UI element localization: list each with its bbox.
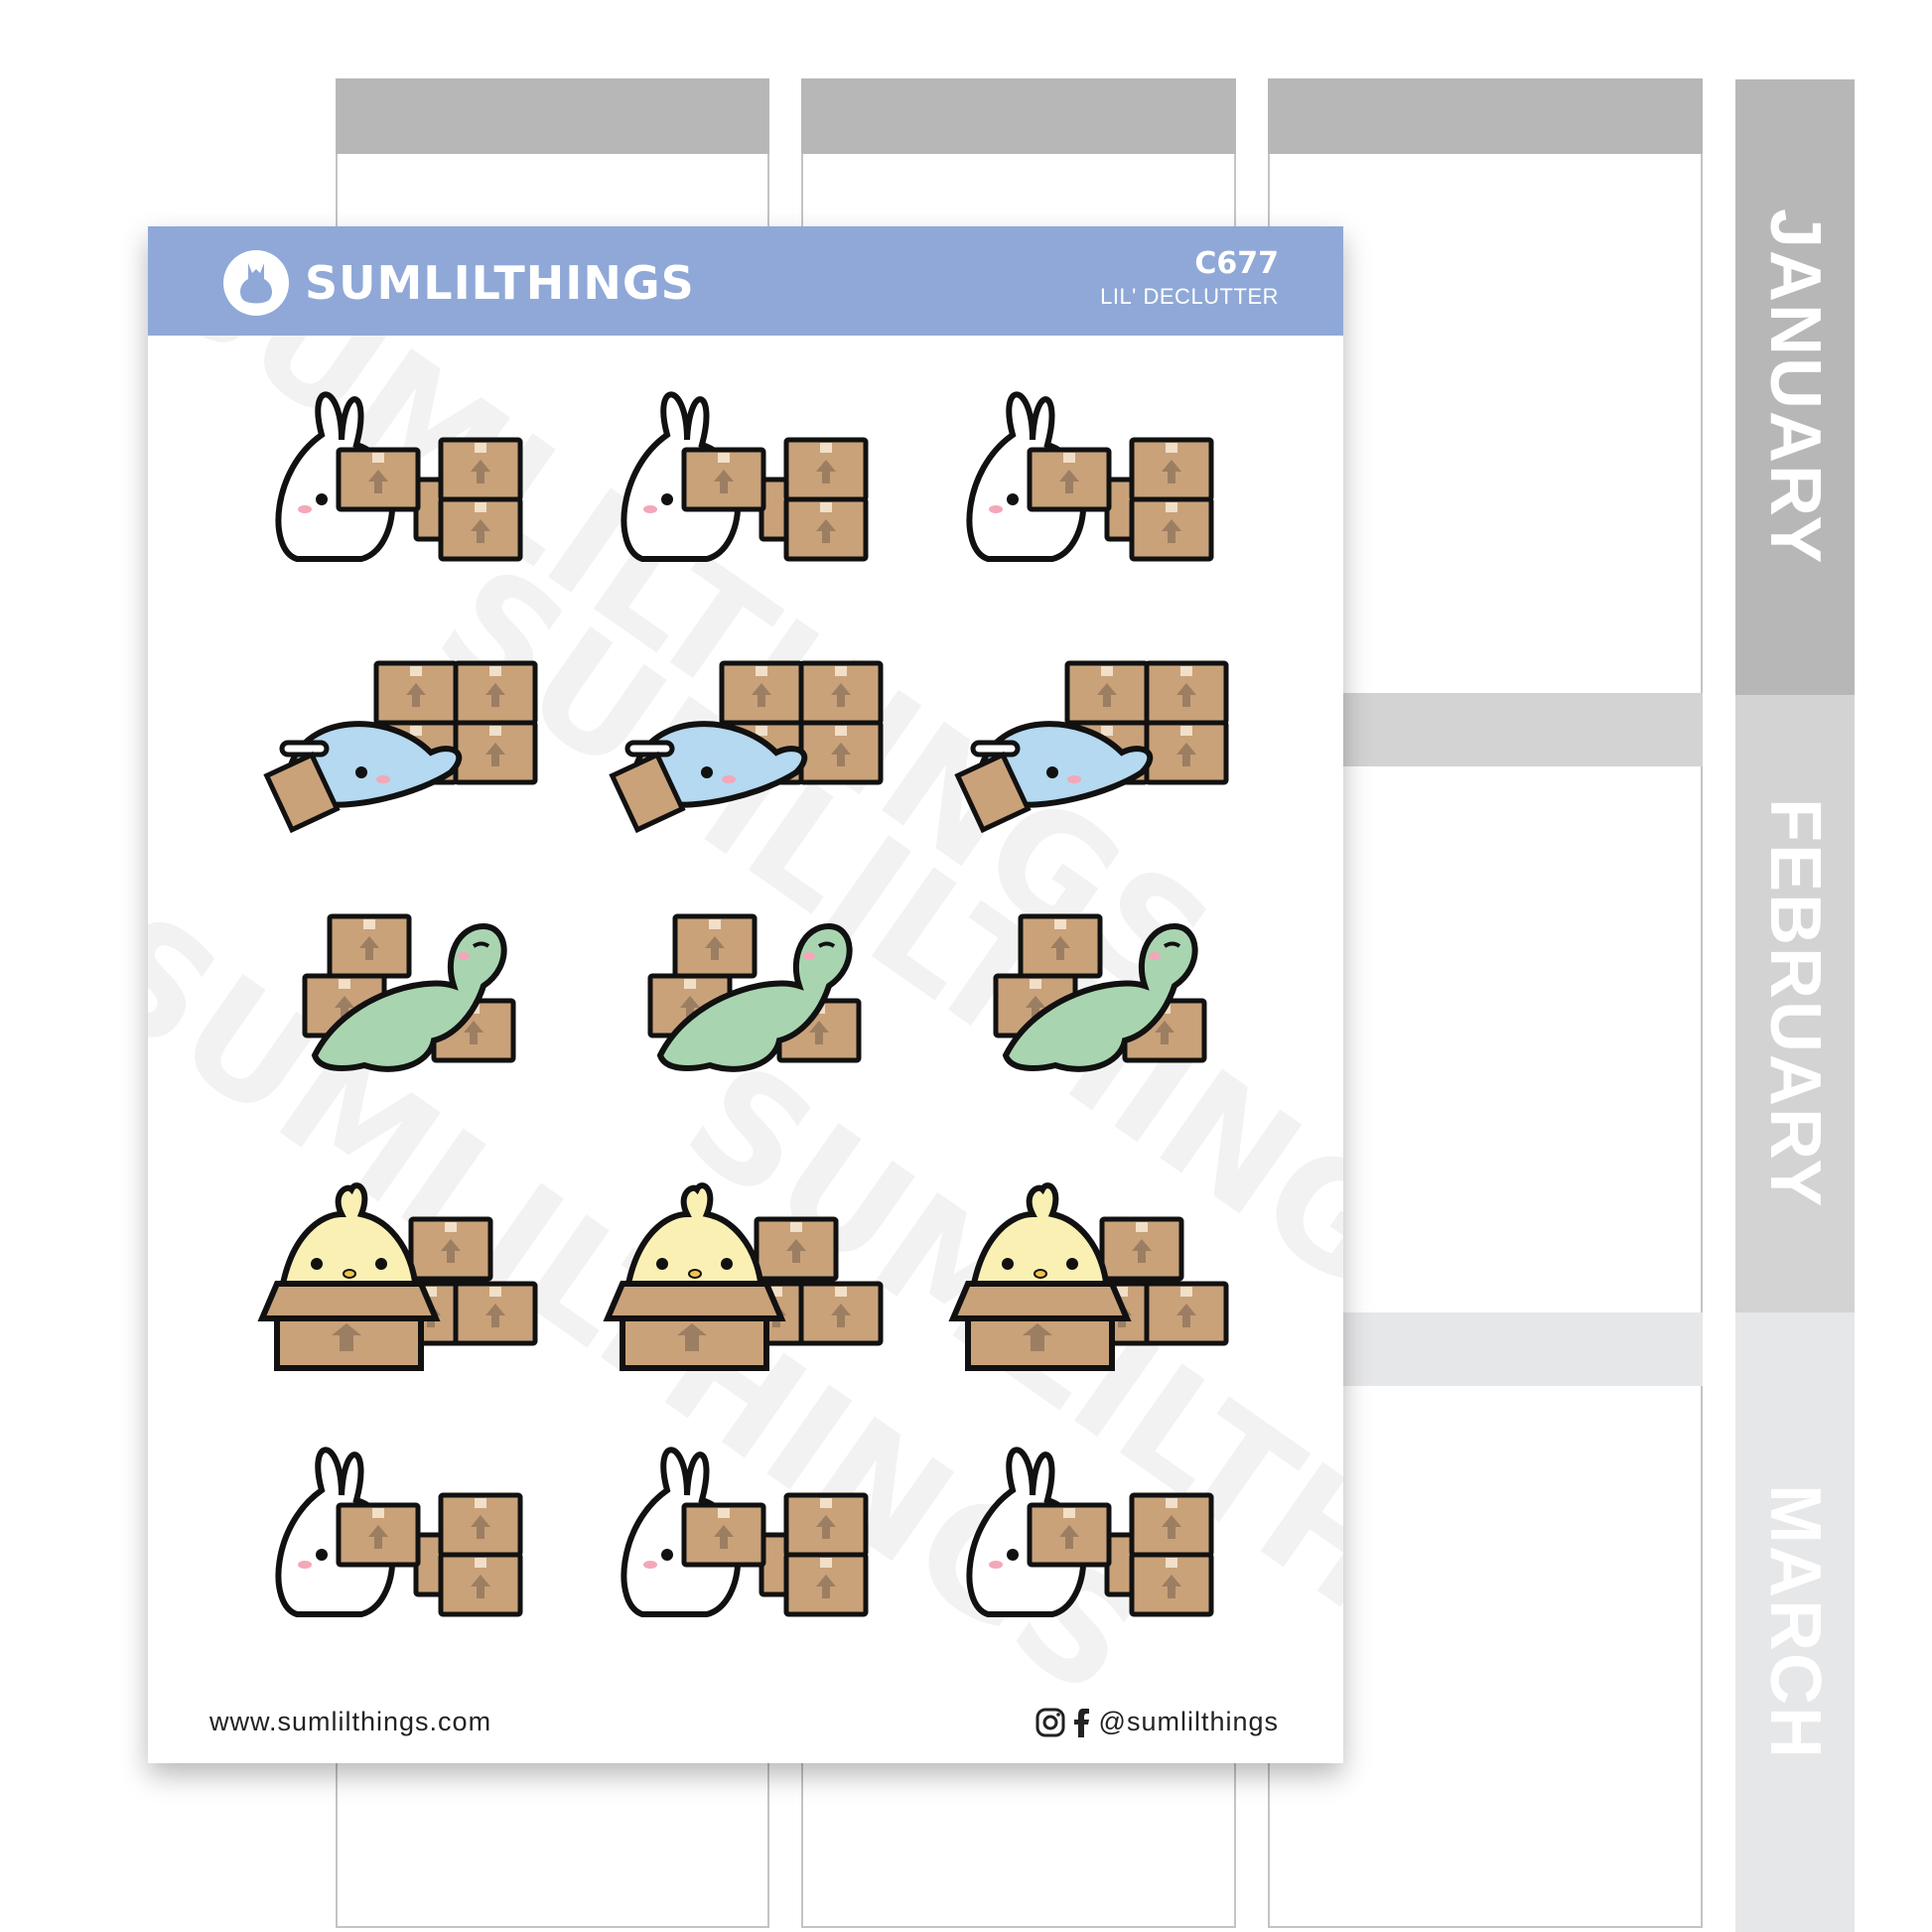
tab-march-label: MARCH [1755,1484,1835,1760]
sticker-chick [257,1174,545,1373]
sticker-dinosaur [275,906,563,1105]
sticker-sheet: SUMLILTHINGS SUMLILTHINGS SUMLILTHINGS S… [148,226,1343,1763]
tab-january[interactable]: JANUARY [1735,79,1855,695]
sticker-bunny [603,380,891,579]
sticker-narwhal [608,653,896,852]
sticker-bunny [948,1436,1236,1634]
sticker-bunny [603,1436,891,1634]
sticker-dinosaur [621,906,908,1105]
product-code: C677 [1194,246,1279,281]
sticker-bunny [948,380,1236,579]
planner-column-header-band [336,78,769,154]
social-handle[interactable]: @sumlilthings [1098,1707,1279,1736]
sticker-narwhal [953,653,1241,852]
instagram-icon[interactable] [1035,1708,1065,1737]
sticker-chick [603,1174,891,1373]
tab-february[interactable]: FEBRUARY [1735,695,1855,1312]
social-links: @sumlilthings [1035,1707,1279,1737]
tab-january-label: JANUARY [1755,208,1835,566]
sticker-narwhal [262,653,550,852]
facebook-icon[interactable] [1073,1708,1091,1737]
sheet-header: SUMLILTHINGS C677 LIL' DECLUTTER [148,226,1343,336]
planner-column-header-band [1268,78,1703,154]
brand-name: SUMLILTHINGS [305,256,695,310]
watermark: SUMLILTHINGS [656,1030,1343,1763]
tab-february-label: FEBRUARY [1755,798,1835,1209]
sticker-bunny [257,1436,545,1634]
tab-march[interactable]: MARCH [1735,1312,1855,1932]
sticker-dinosaur [966,906,1254,1105]
sticker-bunny [257,380,545,579]
planner-column-header-band [801,78,1236,154]
website-link[interactable]: www.sumlilthings.com [209,1707,492,1736]
sticker-chick [948,1174,1236,1373]
product-title: LIL' DECLUTTER [1100,284,1279,309]
bunny-logo-icon [223,250,289,316]
